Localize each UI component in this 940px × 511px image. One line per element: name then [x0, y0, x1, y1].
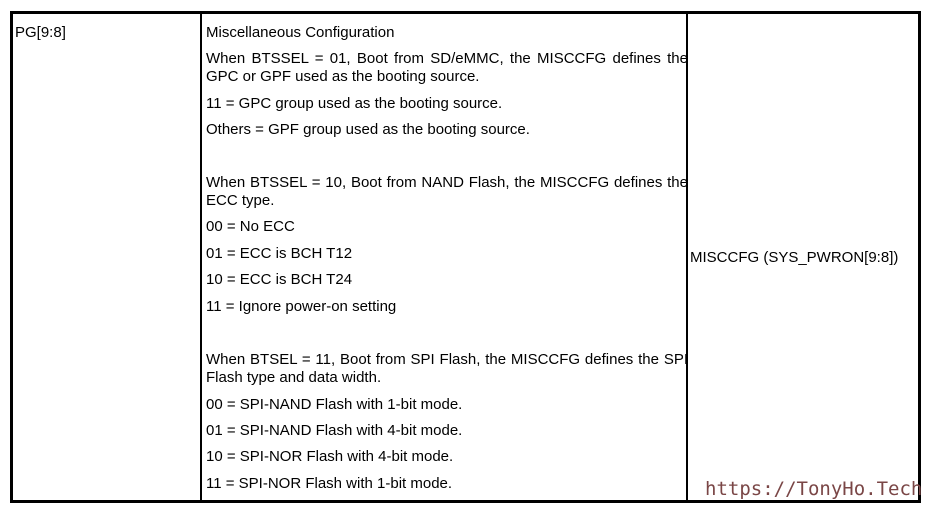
field-cell: PG[9:8]	[15, 24, 66, 41]
description-paragraph: 11 = SPI-NOR Flash with 1-bit mode.	[206, 475, 453, 492]
description-paragraph: 11 = GPC group used as the booting sourc…	[206, 95, 503, 112]
description-paragraph: 11 = Ignore power-on setting	[206, 298, 397, 315]
description-title: Miscellaneous Configuration	[206, 24, 395, 41]
description-paragraph: When BTSEL = 11, Boot from SPI Flash, th…	[206, 351, 688, 386]
column-divider	[200, 14, 202, 500]
register-table: PG[9:8] Miscellaneous Configuration When…	[10, 11, 921, 503]
description-paragraph: When BTSSEL = 01, Boot from SD/eMMC, the…	[206, 50, 688, 85]
description-paragraph: Others = GPF group used as the booting s…	[206, 121, 530, 138]
column-divider	[686, 14, 688, 500]
watermark: https://TonyHo.Tech	[705, 478, 923, 500]
description-paragraph: 01 = SPI-NAND Flash with 4-bit mode.	[206, 422, 463, 439]
description-paragraph: 00 = SPI-NAND Flash with 1-bit mode.	[206, 396, 463, 413]
description-paragraph: When BTSSEL = 10, Boot from NAND Flash, …	[206, 174, 688, 209]
description-paragraph: 00 = No ECC	[206, 218, 295, 235]
description-paragraph: 01 = ECC is BCH T12	[206, 245, 353, 262]
source-cell: MISCCFG (SYS_PWRON[9:8])	[690, 249, 899, 266]
description-paragraph: 10 = ECC is BCH T24	[206, 271, 353, 288]
description-paragraph: 10 = SPI-NOR Flash with 4-bit mode.	[206, 448, 454, 465]
